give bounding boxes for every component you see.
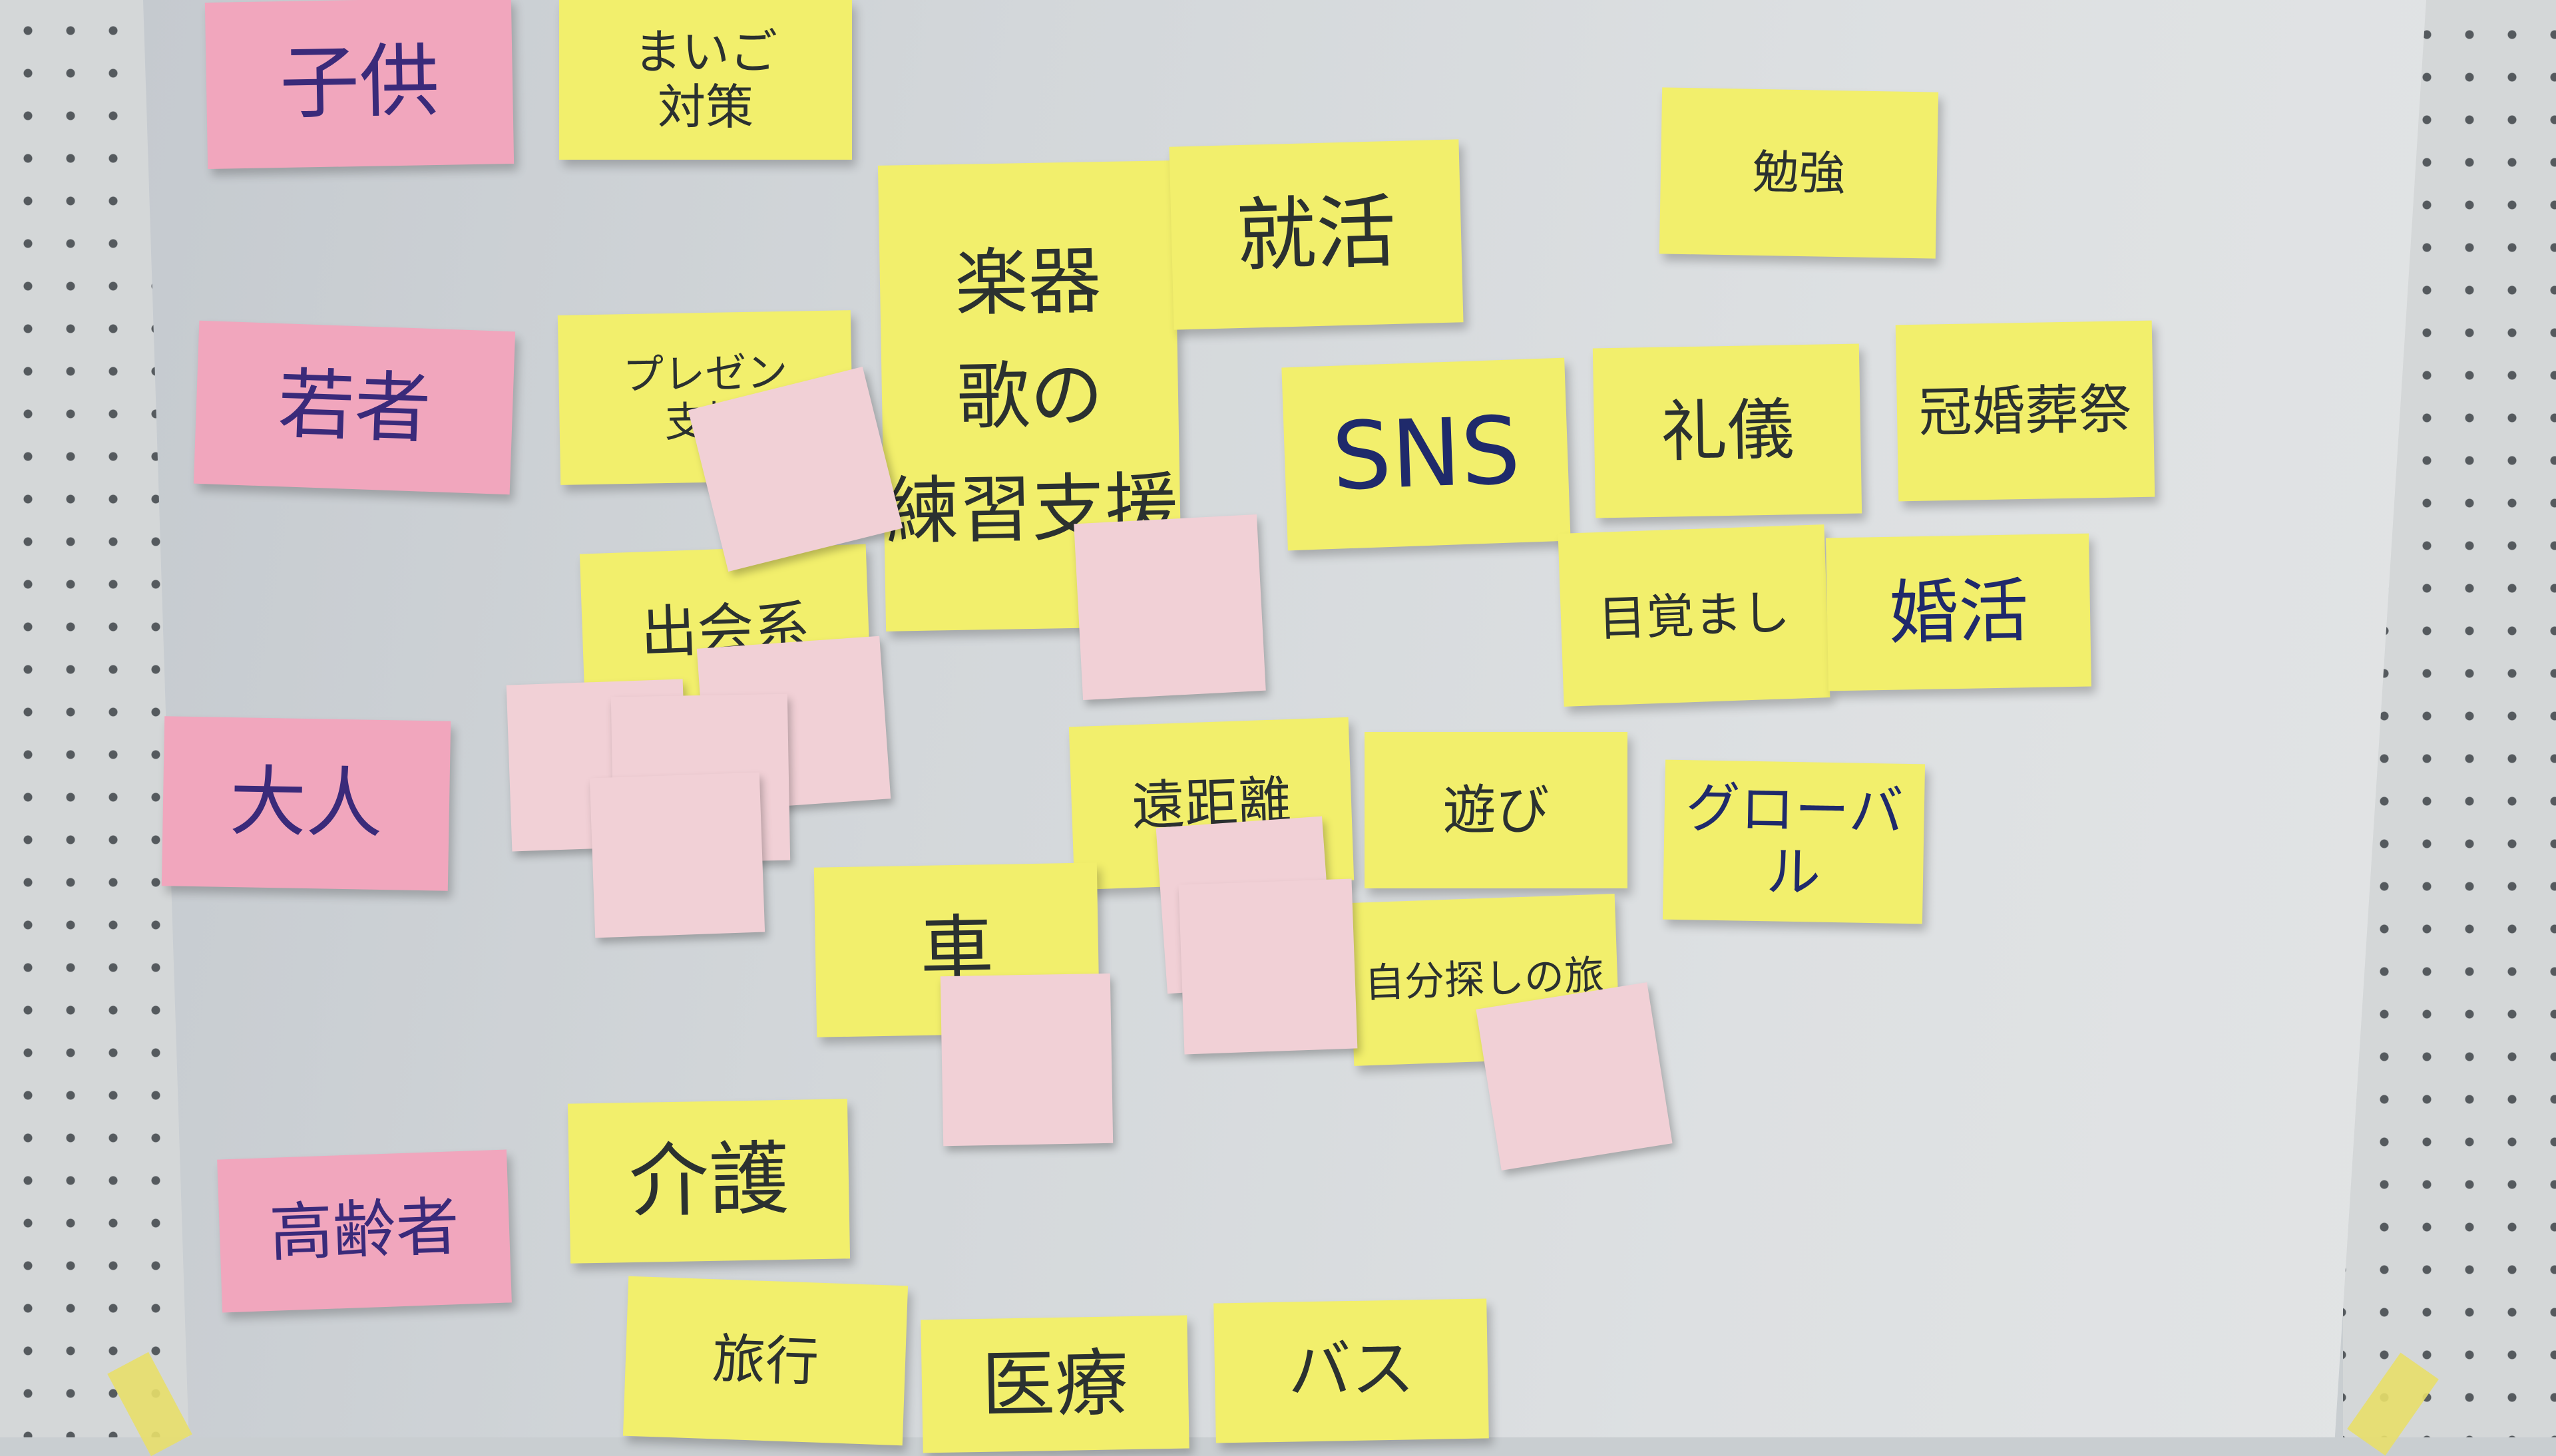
idea-note-shukatsu: 就活 [1169, 139, 1464, 330]
idea-note-iryou: 医療 [921, 1315, 1189, 1453]
idea-note-sns: SNS [1281, 357, 1571, 551]
category-note-kodomo: 子供 [204, 0, 515, 169]
blank-sticky-note [940, 973, 1114, 1147]
idea-note-benkyo: 勉強 [1659, 87, 1939, 259]
idea-note-kankon: 冠婚葬祭 [1895, 320, 2155, 502]
idea-note-konkatsu: 婚活 [1826, 533, 2091, 691]
blank-sticky-note [589, 772, 765, 938]
blank-sticky-note [1074, 514, 1266, 701]
idea-note-asobi: 遊び [1365, 732, 1627, 888]
idea-note-global: グローバル [1662, 759, 1926, 924]
idea-note-kaigo: 介護 [567, 1099, 851, 1264]
idea-note-bus: バス [1213, 1298, 1489, 1443]
blank-sticky-note [1476, 982, 1673, 1171]
idea-note-maigo: まいご 対策 [559, 0, 852, 160]
category-note-wakamono: 若者 [193, 320, 516, 495]
category-note-otona: 大人 [161, 716, 451, 891]
blank-sticky-note [1178, 878, 1358, 1055]
idea-note-reigi: 礼儀 [1592, 343, 1862, 518]
idea-note-mezamashi: 目覚まし [1558, 524, 1830, 707]
category-note-kourei: 高齢者 [217, 1149, 512, 1313]
idea-note-ryokou: 旅行 [622, 1276, 909, 1446]
